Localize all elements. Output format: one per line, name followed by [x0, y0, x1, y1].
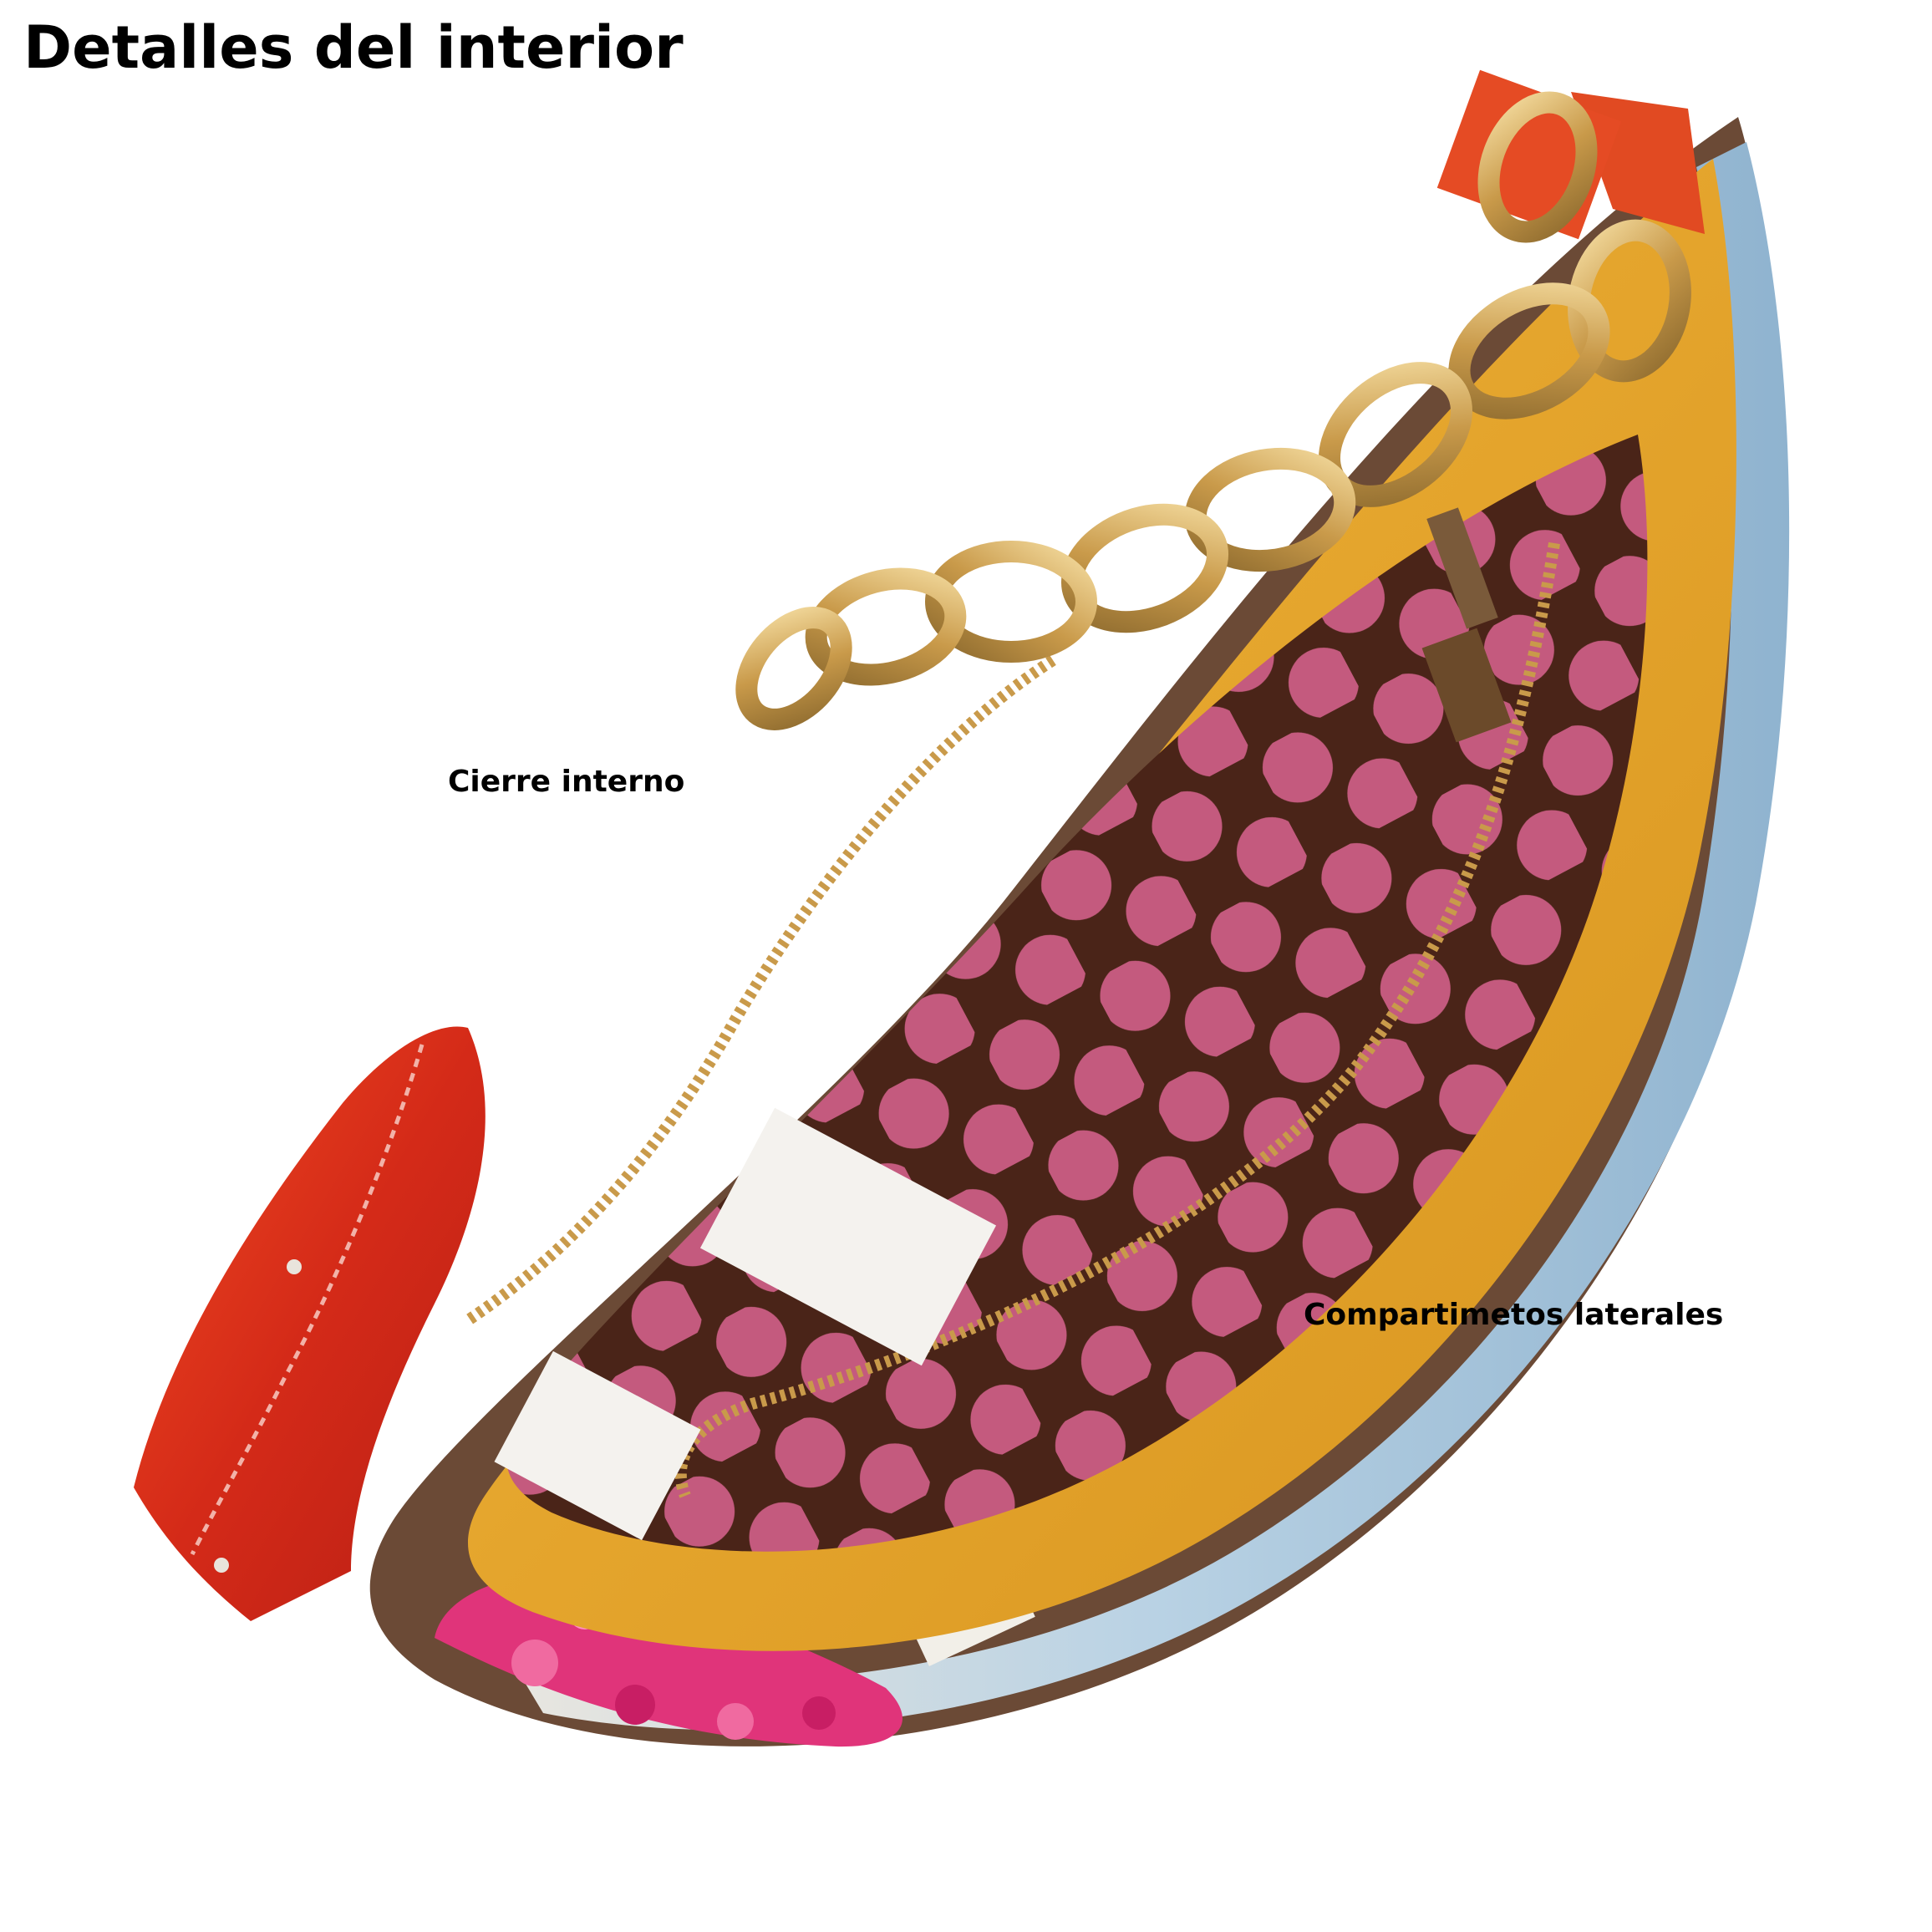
internal-zipper-label: Cierre interno	[448, 765, 685, 799]
side-compartments-label: Compartimetos laterales	[1304, 1298, 1724, 1332]
zipper-pull	[1421, 507, 1512, 743]
page-title: Detalles del interior	[23, 13, 684, 82]
gold-chain	[735, 91, 1691, 730]
care-labels	[494, 1107, 997, 1541]
internal-zipper	[465, 541, 1560, 1498]
